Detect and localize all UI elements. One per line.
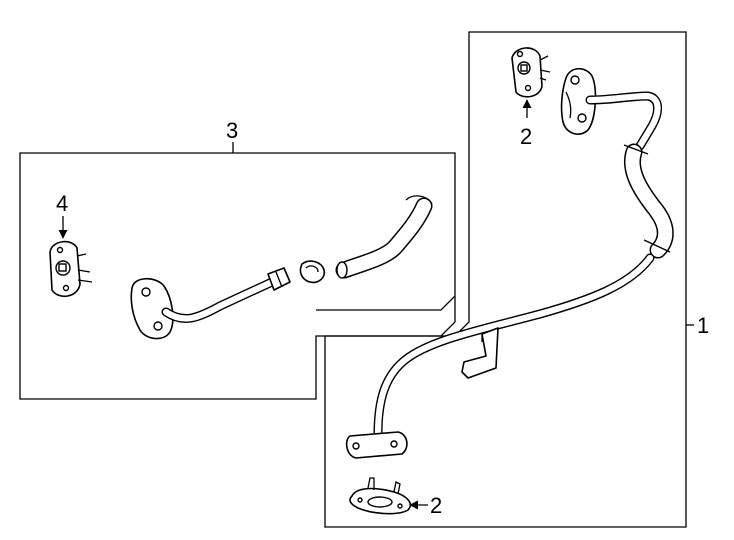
part-3-frame-step	[316, 295, 456, 311]
part-1-group-frame	[324, 31, 687, 528]
callout-2-bottom: 2	[430, 493, 442, 518]
gasket-part-4	[49, 240, 93, 297]
oil-feed-tube-part-1	[345, 67, 674, 459]
gasket-part-2-top	[511, 47, 551, 98]
callout-4: 4	[56, 191, 68, 216]
callout-3: 3	[226, 118, 238, 143]
callout-2-top: 2	[520, 124, 532, 149]
gasket-part-2-bottom	[349, 477, 412, 515]
part-3-group-frame	[19, 152, 456, 400]
tube-bracket	[461, 327, 499, 379]
callout-1: 1	[697, 313, 709, 338]
lower-flange	[345, 431, 408, 459]
oil-return-tube-part-3	[130, 195, 433, 340]
hose-clamp	[299, 260, 326, 284]
